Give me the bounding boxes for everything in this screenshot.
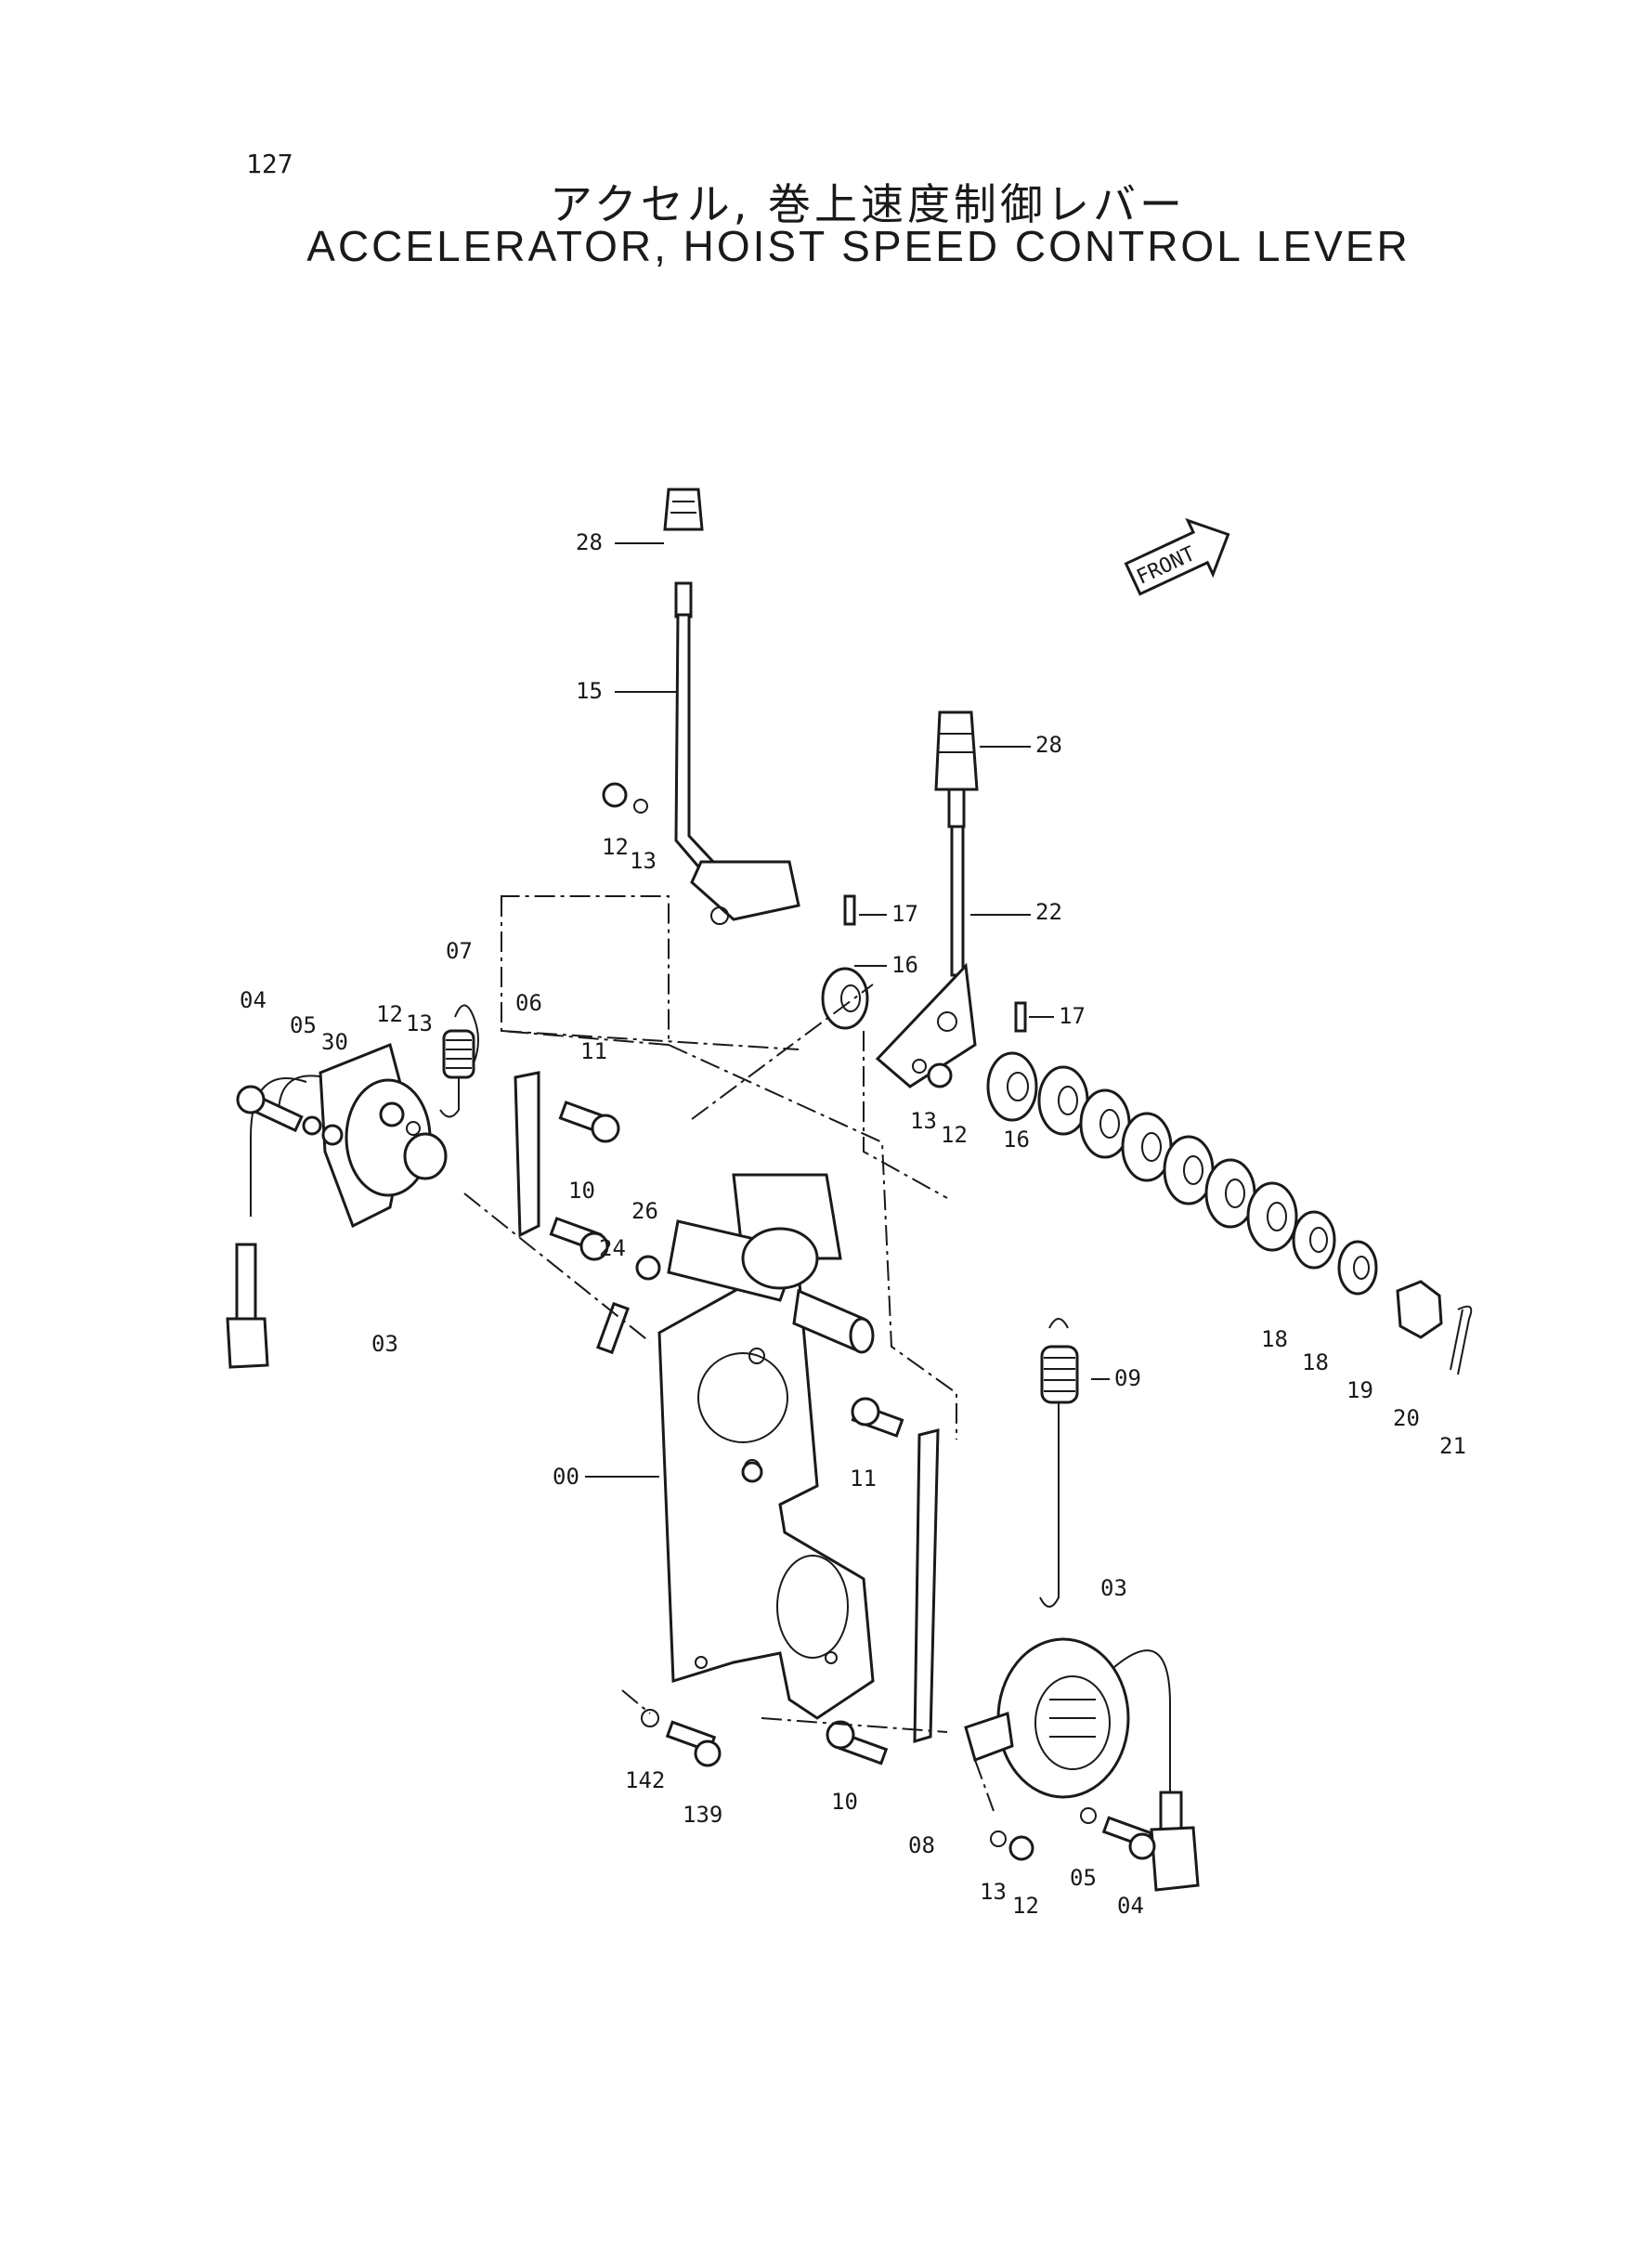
- front-arrow-icon: FRONT: [1124, 517, 1230, 596]
- snap-ring-13-lower: [990, 1831, 1007, 1847]
- callout-18-a: 18: [1261, 1326, 1288, 1352]
- bolt-24: [596, 1301, 630, 1355]
- callout-17-upper: 17: [891, 901, 918, 927]
- washer-142: [641, 1709, 659, 1727]
- callout-139: 139: [683, 1802, 722, 1828]
- collar-16-lower: [986, 1051, 1038, 1122]
- fasteners: [236, 782, 1156, 1861]
- nut-12-left: [379, 1101, 405, 1127]
- callout-10-upper: 10: [568, 1178, 595, 1204]
- washer-stack: [1037, 1065, 1378, 1296]
- callout-16-upper: 16: [891, 952, 918, 978]
- callout-28-upper: 28: [576, 529, 603, 555]
- callout-08: 08: [908, 1832, 935, 1858]
- nut-12-mid: [927, 1062, 953, 1088]
- callout-03-right: 03: [1100, 1575, 1127, 1601]
- pin-17-lower: [1014, 1001, 1027, 1033]
- callout-06: 06: [515, 990, 542, 1016]
- callout-18-b: 18: [1302, 1349, 1329, 1375]
- nut-12-lower: [1008, 1835, 1034, 1861]
- callout-15: 15: [576, 678, 603, 704]
- callout-07: 07: [446, 938, 473, 964]
- callout-04-right: 04: [1117, 1893, 1144, 1919]
- callout-26: 26: [631, 1198, 658, 1224]
- callout-11-lower: 11: [850, 1466, 877, 1492]
- bolt-139: [665, 1720, 722, 1767]
- callout-05-right: 05: [1070, 1865, 1097, 1891]
- callout-142: 142: [625, 1767, 665, 1793]
- nut-12-upper: [602, 782, 628, 808]
- callout-24: 24: [599, 1235, 626, 1261]
- callout-12-upper: 12: [602, 834, 629, 860]
- callout-19: 19: [1346, 1377, 1373, 1403]
- callout-12-mid: 12: [941, 1122, 968, 1148]
- callout-11-upper: 11: [580, 1038, 607, 1064]
- rod-06: [514, 1071, 540, 1238]
- nut-plate: [741, 1461, 763, 1483]
- callout-12-lower: 12: [1012, 1893, 1039, 1919]
- sensor-03-right: [964, 1637, 1200, 1892]
- bolt-10-lower: [826, 1720, 889, 1765]
- bolt-11-upper: [558, 1101, 620, 1143]
- callout-03-left: 03: [371, 1331, 398, 1357]
- washer-05-left: [302, 1115, 322, 1136]
- callout-13-mid: 13: [910, 1108, 937, 1134]
- callout-04-left: 04: [240, 987, 267, 1013]
- assembly-lines: [463, 895, 995, 1812]
- collar-16-upper: [821, 967, 869, 1030]
- callout-17-lower: 17: [1059, 1003, 1086, 1029]
- snap-ring-13-left: [406, 1121, 421, 1136]
- callout-30: 30: [321, 1029, 348, 1055]
- sensor-03-left: [226, 1042, 448, 1369]
- callout-13-lower: 13: [980, 1879, 1007, 1905]
- snap-ring-13-mid: [912, 1059, 927, 1074]
- callout-20: 20: [1393, 1405, 1420, 1431]
- page-number: 127: [246, 149, 293, 179]
- leader-lines: [585, 542, 1110, 1478]
- lever-right: [875, 710, 979, 1088]
- bolt-04-left: [236, 1085, 304, 1133]
- pin-17-upper: [843, 894, 856, 926]
- bolt-11-lower: [851, 1397, 904, 1438]
- callout-28-right: 28: [1035, 732, 1062, 758]
- bolt-10-upper: [549, 1217, 609, 1261]
- title-english: ACCELERATOR, HOIST SPEED CONTROL LEVER: [306, 222, 1411, 270]
- callout-10-lower: 10: [831, 1789, 858, 1815]
- cotter-pin-21: [1450, 1305, 1473, 1375]
- callout-13-left: 13: [406, 1010, 433, 1036]
- spring-09: [1039, 1318, 1079, 1608]
- castle-nut-20: [1396, 1280, 1443, 1339]
- callout-21: 21: [1439, 1433, 1466, 1459]
- lever-left: [663, 488, 800, 925]
- washer-30-left: [321, 1124, 344, 1146]
- nut-26: [635, 1255, 661, 1281]
- callout-05-left: 05: [290, 1012, 317, 1038]
- title-japanese: アクセル, 巻上速度制御レバー: [550, 179, 1186, 229]
- callout-09: 09: [1114, 1365, 1141, 1391]
- spring-07: [439, 1004, 479, 1118]
- callout-00: 00: [553, 1464, 579, 1490]
- rod-08: [913, 1428, 940, 1744]
- bolt-04-right: [1101, 1816, 1156, 1860]
- callout-22: 22: [1035, 899, 1062, 925]
- shaft-bracket: [667, 1173, 875, 1354]
- callout-13-upper: 13: [630, 848, 657, 874]
- callout-16-lower: 16: [1003, 1127, 1030, 1153]
- callout-labels: 28 15 12 13 17 16 22 28 17 13 12 16 07 0…: [240, 529, 1466, 1919]
- snap-ring-13-upper: [633, 799, 648, 814]
- washer-05-right: [1080, 1807, 1097, 1824]
- callout-12-left: 12: [376, 1001, 403, 1027]
